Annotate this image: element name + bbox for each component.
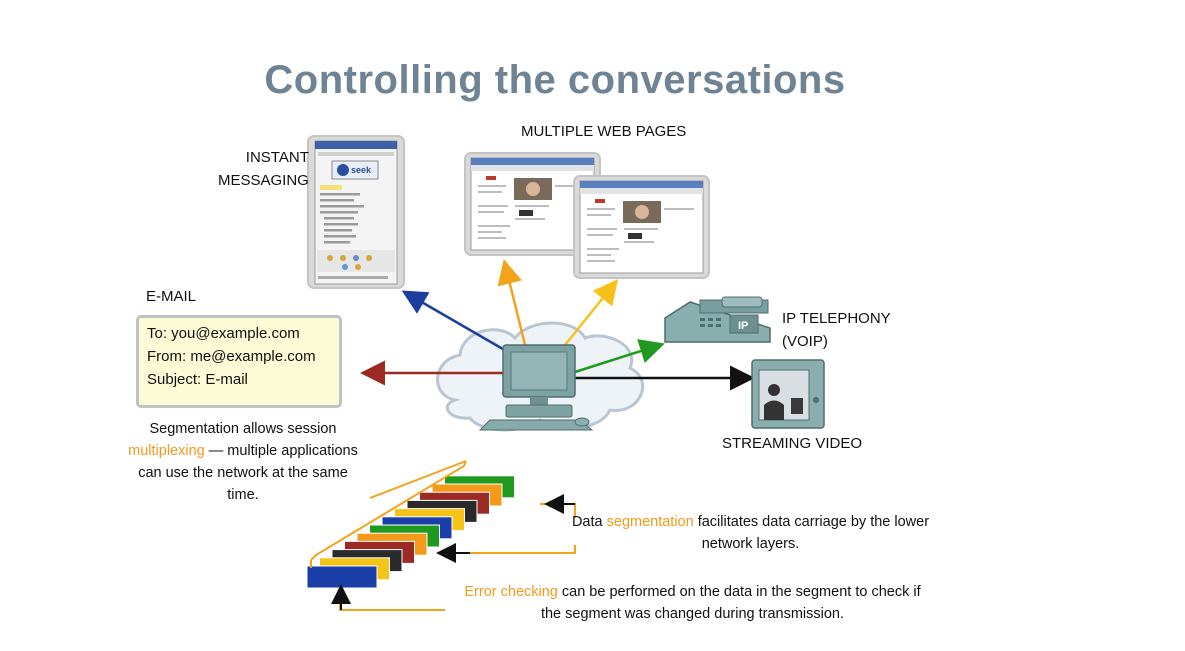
caption-multiplexing-line1: Segmentation allows session (149, 421, 337, 437)
caption-multiplexing-line4: time. (227, 487, 259, 503)
label-instant-messaging-line1: INSTANT (245, 149, 309, 166)
page-title: Controlling the conversations (264, 58, 846, 102)
ip-phone-label: IP (738, 320, 748, 332)
label-multiple-web-pages: MULTIPLE WEB PAGES (521, 123, 687, 140)
label-ip-telephony: IP TELEPHONY (VOIP) (782, 307, 891, 353)
caption-segmentation-line1: Data segmentation facilitates data carri… (548, 511, 953, 533)
caption-segmentation-post: facilitates data carriage by the lower (693, 514, 930, 530)
caption-segmentation-line2: network layers. (701, 536, 800, 552)
label-instant-messaging: INSTANT MESSAGING (218, 146, 309, 192)
instant-messaging-window: seek (307, 135, 405, 289)
caption-error-checking: Error checking can be performed on the d… (440, 581, 945, 625)
caption-multiplexing-line3: can use the network at the same (138, 465, 348, 481)
im-brand-text: seek (351, 165, 372, 175)
caption-error-checking-line1: Error checking can be performed on the d… (440, 581, 945, 603)
caption-error-checking-line2: the segment was changed during transmiss… (540, 606, 845, 622)
data-segments (306, 475, 515, 589)
label-ip-telephony-line1: IP TELEPHONY (782, 310, 891, 327)
data-segment (306, 565, 378, 589)
arrow-to-web1 (497, 259, 527, 346)
email-subject: Subject: E-mail (147, 371, 248, 388)
caption-multiplexing: Segmentation allows session multiplexing… (118, 418, 368, 506)
highlight-error-checking: Error checking (464, 584, 558, 600)
highlight-multiplexing: multiplexing (128, 443, 205, 459)
caption-multiplexing-line2: multiplexing — multiple applications (118, 440, 368, 462)
label-email: E-MAIL (146, 288, 197, 305)
label-streaming-video: STREAMING VIDEO (722, 435, 863, 452)
email-box: To: you@example.com From: me@example.com… (136, 315, 342, 408)
caption-segmentation: Data segmentation facilitates data carri… (548, 511, 953, 555)
arrow-to-voip (574, 339, 665, 374)
label-ip-telephony-line2: (VOIP) (782, 333, 828, 350)
web-page-window-2 (573, 175, 710, 279)
web-page-window-1 (464, 152, 601, 256)
email-to: To: you@example.com (147, 325, 300, 342)
email-from: From: me@example.com (147, 348, 316, 365)
label-instant-messaging-line2: MESSAGING (218, 172, 309, 189)
arrow-to-im (401, 290, 509, 354)
caption-multiplexing-line2-rest: — multiple applications (204, 443, 358, 459)
caption-error-checking-post: can be performed on the data in the segm… (557, 584, 921, 600)
computer-icon (478, 344, 594, 431)
ip-phone-icon: IP (664, 296, 771, 343)
caption-segmentation-pre: Data (571, 514, 607, 530)
arrow-to-web2 (564, 279, 619, 346)
highlight-segmentation: segmentation (606, 514, 694, 530)
video-monitor-icon (751, 359, 825, 429)
